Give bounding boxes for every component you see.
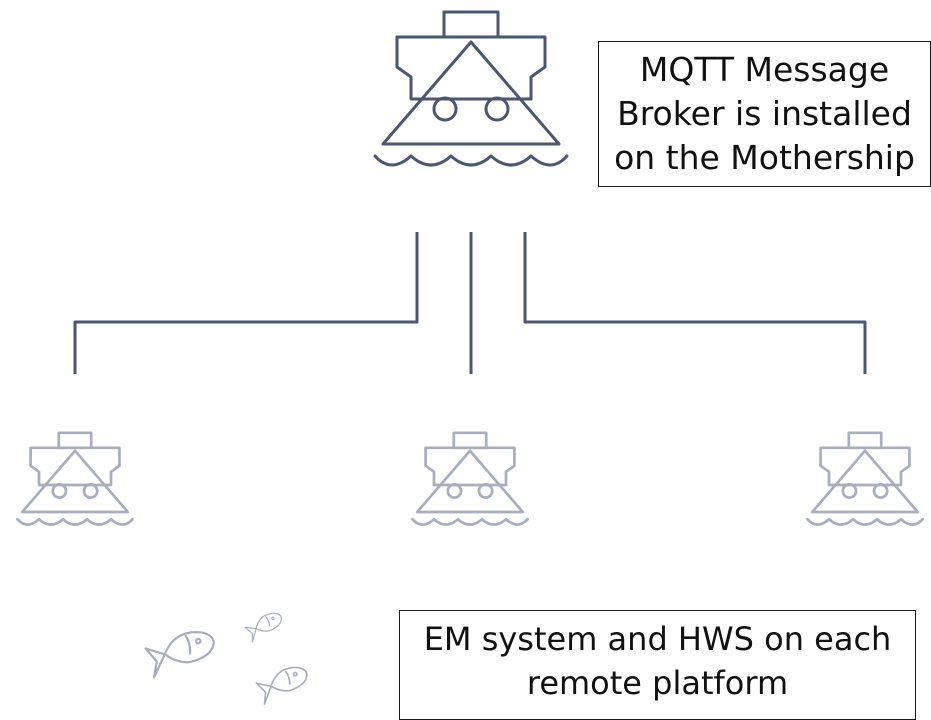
platform-ship-icon-left <box>16 431 134 526</box>
fish-group-icon <box>142 608 312 706</box>
platform-ship-icon-right <box>806 431 924 526</box>
remote-callout-text: EM system and HWS on each remote platfor… <box>423 620 892 702</box>
mothership-ship-icon <box>373 10 569 167</box>
broker-callout-text: MQTT Message Broker is installed on the … <box>614 50 915 177</box>
broker-callout: MQTT Message Broker is installed on the … <box>598 41 931 187</box>
fish-icon <box>254 660 312 706</box>
connection-line-right <box>523 232 867 374</box>
connection-lines <box>73 232 867 374</box>
fish-icon <box>243 608 286 643</box>
platform-ship-icon-center <box>411 431 529 526</box>
connection-line-left <box>73 232 419 374</box>
remote-platform-callout: EM system and HWS on each remote platfor… <box>399 610 916 720</box>
fish-icon <box>142 624 220 679</box>
